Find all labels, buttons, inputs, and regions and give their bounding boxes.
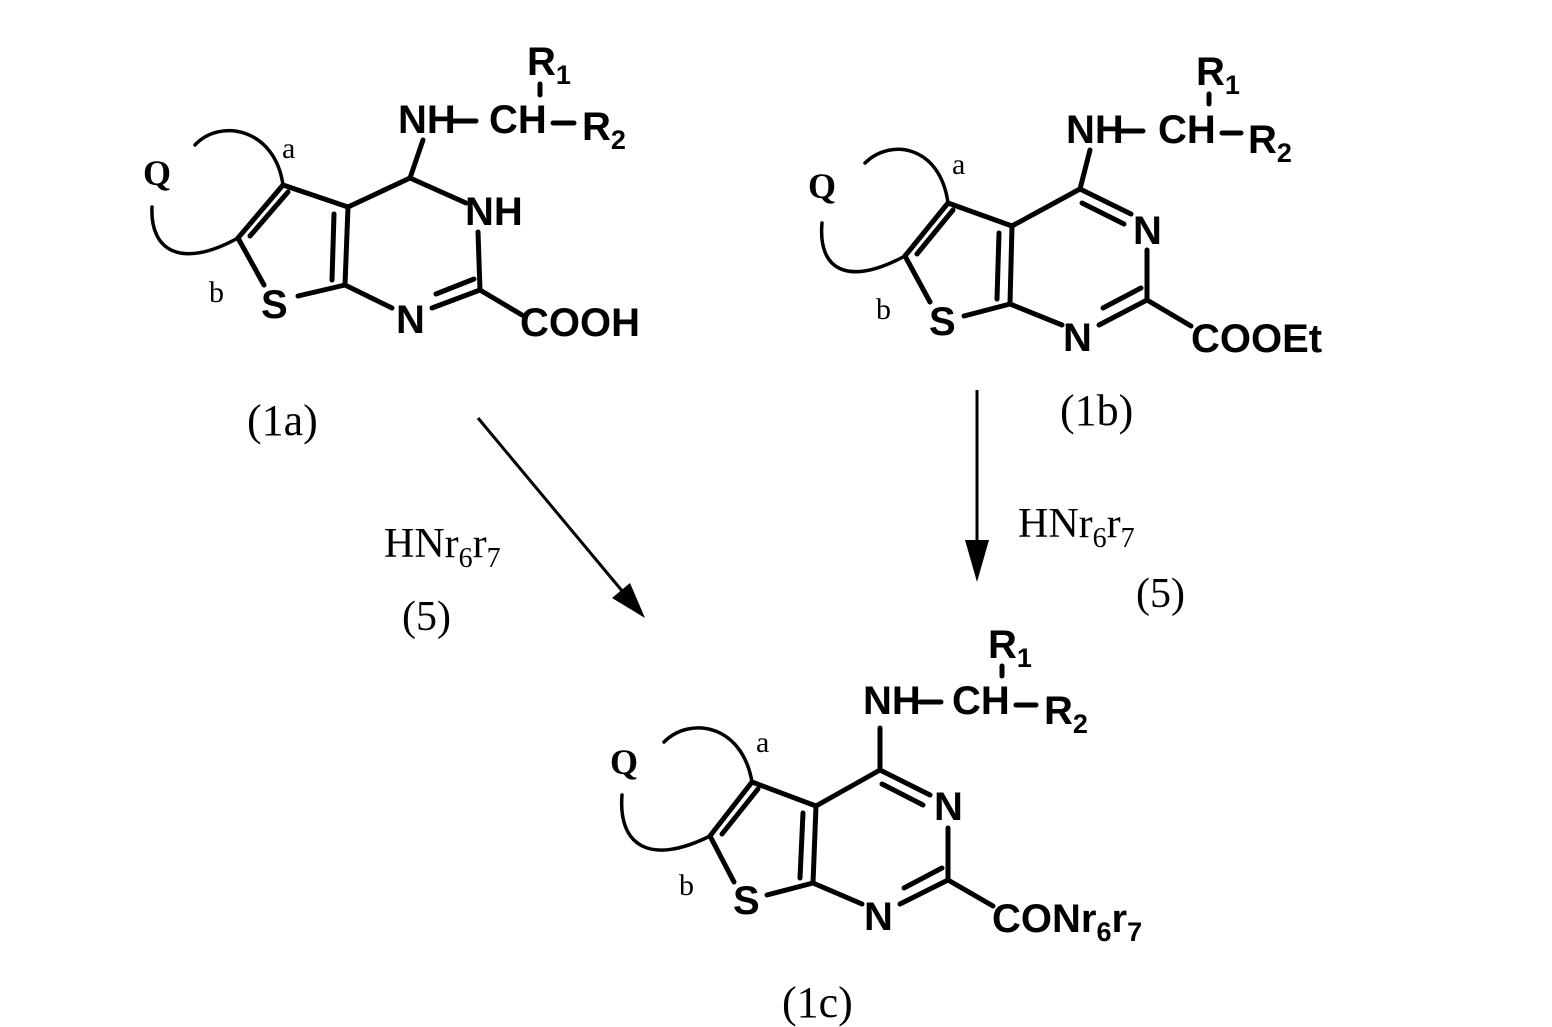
reaction-arrow-1a-to-1c	[478, 418, 645, 618]
compound-1c-side-chain-ch: CH	[952, 679, 1010, 723]
compound-1b-ring-n3: N	[1133, 209, 1162, 253]
compound-1b-side-chain-nh: NH	[1066, 108, 1124, 152]
compound-1a-side-chain-nh: NH	[398, 98, 456, 142]
compound-1a-r2: R2	[582, 105, 626, 155]
reagent-right-number: (5)	[1136, 571, 1185, 617]
compound-1a-ring-arc-lower	[152, 207, 238, 254]
reaction-arrow-1b-to-1c	[965, 390, 989, 582]
compound-1a-r1: R1	[527, 40, 571, 90]
compound-1c-ring-n3: N	[934, 785, 963, 829]
compound-1b: Q a b S N N COOEt NH CH R1 R2 (1b)	[808, 50, 1322, 435]
compound-1c-ring-arc-upper	[664, 728, 752, 782]
compound-1b-label: (1b)	[1060, 386, 1133, 435]
compound-1a-label: (1a)	[247, 396, 318, 445]
compound-1b-side-chain-ch: CH	[1158, 108, 1216, 152]
compound-1a-sulfur: S	[261, 283, 288, 327]
compound-1c-position-a: a	[756, 726, 769, 759]
compound-1a: Q a b S N NH COOH NH CH R1 R2 (1a)	[143, 40, 640, 445]
compound-1a-side-chain-ch: CH	[489, 98, 547, 142]
compound-1c-substituent: CONr6r7	[992, 897, 1142, 947]
compound-1a-position-b: b	[209, 276, 224, 309]
compound-1c-ring-arc-lower	[622, 795, 710, 850]
compound-1c-label: (1c)	[782, 978, 853, 1027]
compound-1c-r1: R1	[988, 623, 1032, 673]
compound-1c-side-chain-nh: NH	[863, 679, 921, 723]
compound-1b-sulfur: S	[929, 300, 956, 344]
compound-1b-ring-arc-upper	[865, 149, 948, 203]
compound-1b-r2: R2	[1248, 118, 1292, 168]
compound-1c-q-label: Q	[610, 742, 638, 782]
compound-1c-position-b: b	[679, 869, 694, 902]
reagent-right-formula: HNr6r7	[1018, 501, 1135, 554]
compound-1b-q-label: Q	[808, 166, 836, 206]
compound-1a-ring-n: N	[396, 298, 425, 342]
compound-1a-position-a: a	[282, 132, 295, 165]
compound-1c-ring-n1: N	[864, 895, 893, 939]
compound-1b-ring-arc-lower	[822, 223, 905, 272]
compound-1c-sulfur: S	[733, 879, 760, 923]
compound-1b-substituent: COOEt	[1191, 317, 1322, 361]
compound-1b-position-b: b	[876, 293, 891, 326]
compound-1b-r1: R1	[1196, 50, 1240, 100]
compound-1a-q-label: Q	[143, 153, 171, 193]
reagent-left-formula: HNr6r7	[384, 521, 501, 574]
compound-1b-position-a: a	[952, 148, 965, 181]
compound-1c-r2: R2	[1044, 689, 1088, 739]
compound-1a-ring-arc-upper	[195, 131, 283, 185]
reagent-right: HNr6r7 (5)	[1018, 501, 1185, 617]
compound-1b-ring-n1: N	[1063, 316, 1092, 360]
reagent-left-number: (5)	[402, 594, 451, 640]
compound-1a-ring-nh: NH	[465, 190, 523, 234]
compound-1c: Q a b S N N CONr6r7 NH CH R1 R2 (1c)	[610, 623, 1142, 1027]
reagent-left: HNr6r7 (5)	[384, 521, 501, 640]
compound-1a-substituent: COOH	[520, 301, 640, 345]
